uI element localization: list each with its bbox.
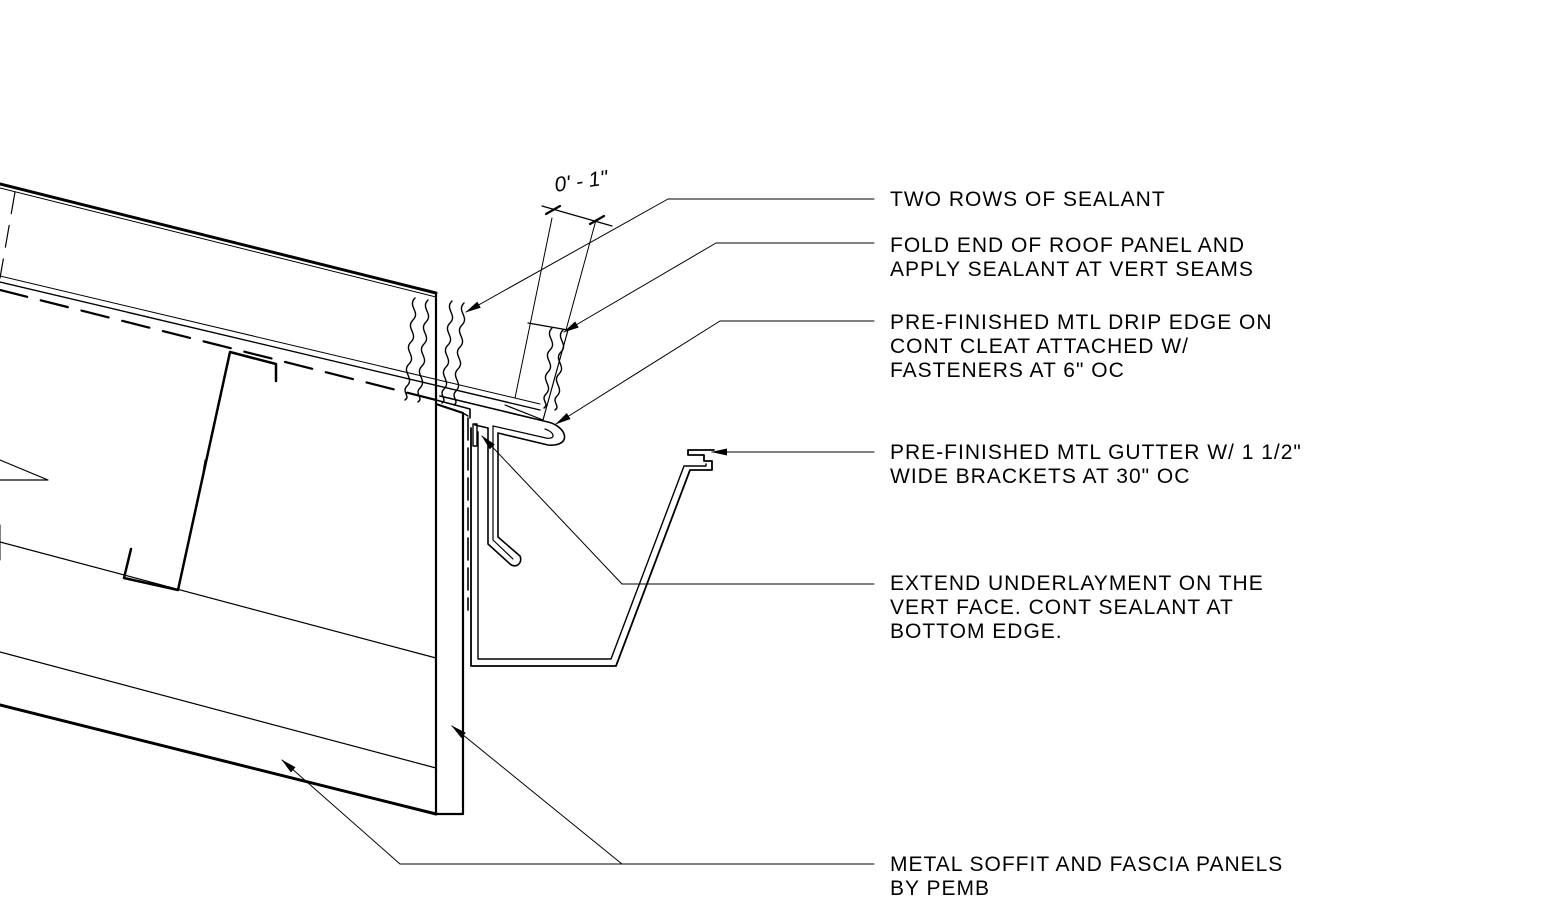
sealant-bead-2 (417, 299, 430, 403)
note-line: METAL SOFFIT AND FASCIA PANELS (890, 853, 1284, 876)
note-line: BY PEMB (890, 877, 990, 900)
sealant-bead-4 (453, 302, 466, 406)
note-line: APPLY SEALANT AT VERT SEAMS (890, 258, 1254, 281)
note-two-rows-of-sealant: TWO ROWS OF SEALANT (890, 188, 1166, 212)
note-line: BOTTOM EDGE. (890, 620, 1063, 643)
fascia-panel (434, 291, 465, 816)
underlayment-dashed-left (0, 191, 16, 279)
dimension-tick-right (588, 214, 606, 226)
roof-panel-underside-line-2 (0, 275, 541, 405)
note-fold-end-of-roof-panel: FOLD END OF ROOF PANEL AND APPLY SEALANT… (890, 234, 1254, 282)
rafter-triangle (0, 459, 49, 481)
note-line: VERT FACE. CONT SEALANT AT (890, 596, 1234, 619)
leader-sealant (465, 198, 875, 313)
soffit-line-mid (0, 651, 437, 769)
note-line: FASTENERS AT 6" OC (890, 359, 1125, 382)
soffit-line-bottom (0, 703, 438, 816)
note-line: CONT CLEAT ATTACHED W/ (890, 335, 1189, 358)
leader-drip (555, 320, 875, 425)
note-line: TWO ROWS OF SEALANT (890, 188, 1166, 211)
roof-panel-top-inner-line (0, 187, 437, 298)
leader-soffit-fascia (451, 725, 875, 865)
sealant-bead-3 (441, 300, 454, 404)
gutter-inner-line (477, 431, 707, 660)
roof-panel-fold (435, 399, 471, 419)
drip-edge-inner (492, 425, 554, 439)
note-line: EXTEND UNDERLAYMENT ON THE (890, 572, 1264, 595)
purlin-outline (122, 350, 278, 592)
drip-edge-leg (492, 425, 514, 560)
fascia-inner-line (462, 412, 469, 417)
soffit-line-upper (0, 541, 437, 659)
note-drip-edge: PRE-FINISHED MTL DRIP EDGE ON CONT CLEAT… (890, 311, 1273, 383)
note-line: WIDE BRACKETS AT 30" OC (890, 465, 1191, 488)
dimension-ext-right (565, 219, 597, 331)
cleat (472, 423, 478, 447)
roof-panel-top-line (0, 182, 438, 295)
leader-soffit (281, 759, 623, 865)
note-gutter: PRE-FINISHED MTL GUTTER W/ 1 1/2" WIDE B… (890, 441, 1302, 489)
leader-underlayment (481, 435, 875, 585)
leader-fold (563, 242, 875, 333)
gutter-outline (470, 427, 715, 667)
roof-end-fold-box (504, 322, 569, 421)
note-line: PRE-FINISHED MTL DRIP EDGE ON (890, 311, 1273, 334)
dimension-line (541, 205, 613, 227)
drip-edge (439, 395, 566, 567)
sealant-bead-5 (543, 327, 554, 409)
dimension-tick-left (544, 204, 562, 216)
sealant-bead-1 (404, 297, 417, 401)
purlin-tick (202, 459, 206, 473)
note-line: FOLD END OF ROOF PANEL AND (890, 234, 1246, 257)
note-soffit-fascia: METAL SOFFIT AND FASCIA PANELS BY PEMB (890, 853, 1283, 901)
underlayment-dashed-line (0, 288, 438, 402)
roof-panel-underside-line (0, 281, 541, 411)
dimension-ext-left (514, 217, 553, 399)
note-underlayment: EXTEND UNDERLAYMENT ON THE VERT FACE. CO… (890, 572, 1264, 644)
note-line: PRE-FINISHED MTL GUTTER W/ 1 1/2" (890, 441, 1302, 464)
